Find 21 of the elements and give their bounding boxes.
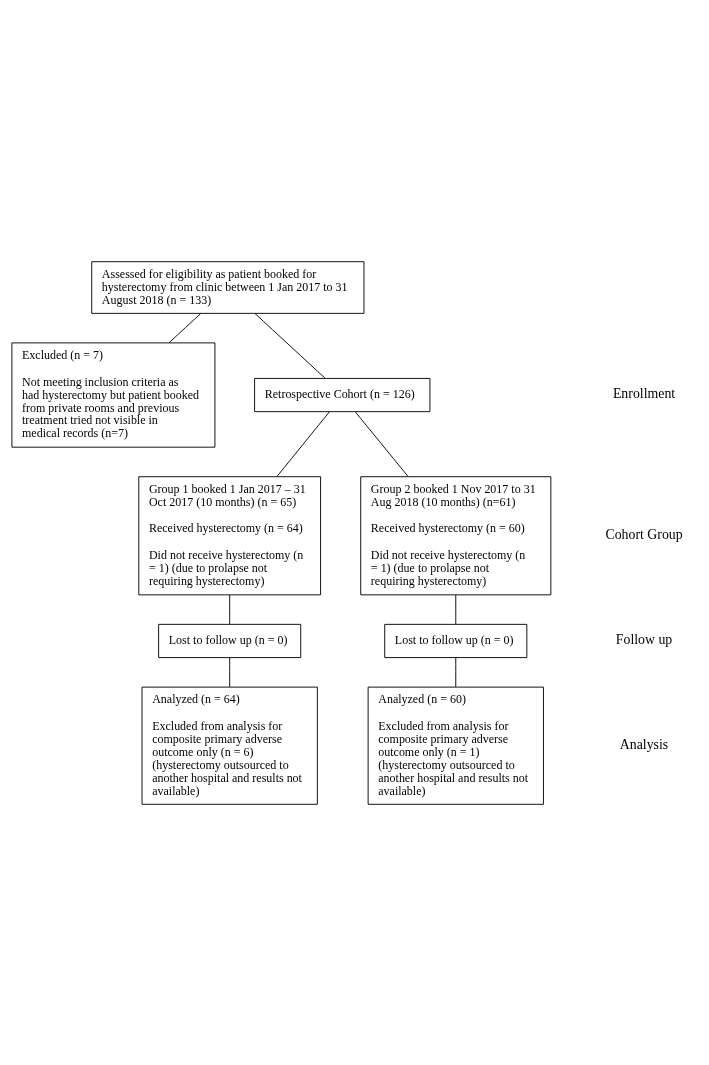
connector xyxy=(229,594,231,625)
connector xyxy=(168,312,202,343)
node-box: Analyzed (n = 64) Excluded from analysis for composite primary adverse outcome only (n = 6) (hysterectomy outsourced to another hospital and results not available) xyxy=(141,686,318,805)
node-box: Lost to follow up (n = 0) xyxy=(384,623,528,658)
connector xyxy=(229,657,231,687)
node-box: Lost to follow up (n = 0) xyxy=(158,623,302,658)
node-box: Excluded (n = 7) Not meeting inclusion criteria as had hysterectomy but patient booked from private rooms and previous treatment tried not visible in medical records (n=7) xyxy=(11,341,216,448)
label: Cohort Group xyxy=(605,526,683,542)
label: Analysis xyxy=(619,736,669,752)
label: Follow up xyxy=(615,631,673,647)
label: Enrollment xyxy=(612,385,676,401)
connector xyxy=(455,657,457,687)
node-box: Retrospective Cohort (n = 126) xyxy=(254,377,431,412)
connector xyxy=(254,312,326,379)
node-box: Analyzed (n = 60) Excluded from analysis for composite primary adverse outcome only (n = 1) (hysterectomy outsourced to another hospital and results not available) xyxy=(367,686,544,805)
connector xyxy=(354,410,409,477)
connector xyxy=(455,594,457,625)
node-box: Assessed for eligibility as patient booked for hysterectomy from clinic between 1 Jan 2017 to 31 August 2018 (n = 133) xyxy=(91,260,365,314)
node-box: Group 2 booked 1 Nov 2017 to 31 Aug 2018 (10 months) (n=61) Received hysterectomy (n = 60) Did not receive hysterectomy (n = 1) (due to prolapse not requiring hysterectomy) xyxy=(360,475,552,595)
connector xyxy=(276,410,330,477)
node-box: Group 1 booked 1 Jan 2017 – 31 Oct 2017 (10 months) (n = 65) Received hysterectomy (n = 64) Did not receive hysterectomy (n = 1) (due to prolapse not requiring hysterectomy) xyxy=(138,475,322,595)
